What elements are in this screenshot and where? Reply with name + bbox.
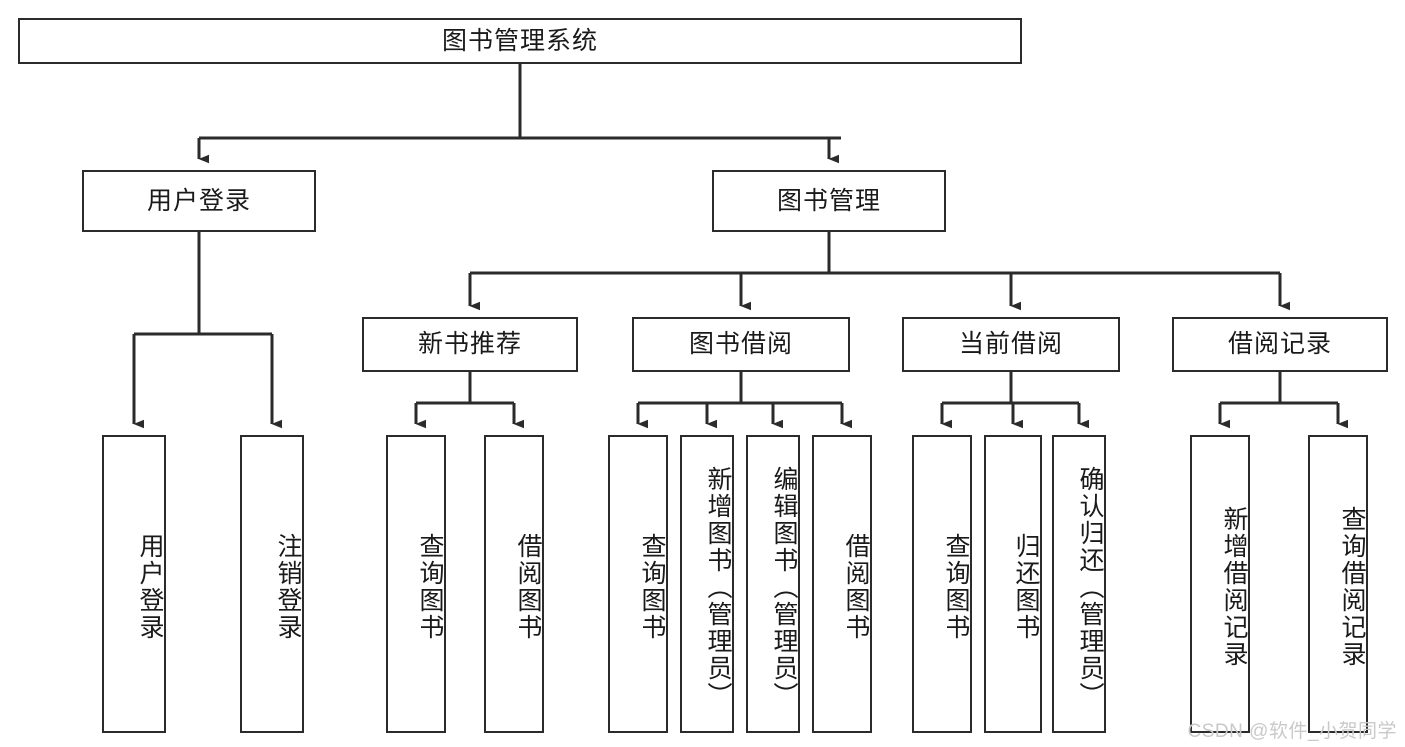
node-new-book-rec[interactable]: 新书推荐 (362, 317, 578, 372)
node-leaf-user-login[interactable]: 用户登录 (102, 435, 166, 733)
csdn-watermark: CSDN @软件_小贺同学 (1187, 721, 1397, 742)
node-new-book-rec-label: 新书推荐 (417, 330, 522, 358)
node-leaf-user-login-label: 用户登录 (136, 533, 164, 641)
node-current-borrow-label: 当前借阅 (958, 330, 1063, 358)
node-current-borrow[interactable]: 当前借阅 (902, 317, 1120, 372)
node-leaf-return-book-label: 归还图书 (1012, 533, 1040, 641)
node-leaf-add-book-label: 新增图书（管理员） (704, 465, 732, 709)
node-book-borrow[interactable]: 图书借阅 (632, 317, 850, 372)
node-book-manage-label: 图书管理 (776, 186, 881, 215)
node-leaf-confirm-return-label: 确认归还（管理员） (1076, 465, 1104, 709)
node-leaf-add-record-label: 新增借阅记录 (1220, 506, 1248, 668)
node-leaf-confirm-return[interactable]: 确认归还（管理员） (1052, 435, 1106, 733)
node-borrow-record[interactable]: 借阅记录 (1172, 317, 1388, 372)
node-leaf-borrow-book-rec-label: 借阅图书 (514, 533, 542, 641)
node-book-borrow-label: 图书借阅 (688, 330, 793, 358)
node-root[interactable]: 图书管理系统 (18, 18, 1022, 64)
node-user-login[interactable]: 用户登录 (82, 170, 316, 232)
node-leaf-query-book-cur[interactable]: 查询图书 (912, 435, 972, 733)
node-user-login-label: 用户登录 (146, 186, 251, 215)
node-leaf-borrow-book[interactable]: 借阅图书 (812, 435, 872, 733)
node-leaf-return-book[interactable]: 归还图书 (984, 435, 1042, 733)
node-leaf-query-record-label: 查询借阅记录 (1338, 506, 1366, 668)
node-leaf-add-record[interactable]: 新增借阅记录 (1190, 435, 1250, 733)
node-book-manage[interactable]: 图书管理 (712, 170, 946, 232)
node-leaf-user-logout-label: 注销登录 (274, 533, 302, 641)
node-leaf-add-book[interactable]: 新增图书（管理员） (680, 435, 734, 733)
node-leaf-query-book-rec-label: 查询图书 (416, 533, 444, 641)
node-leaf-query-book-borrow[interactable]: 查询图书 (608, 435, 668, 733)
node-leaf-borrow-book-rec[interactable]: 借阅图书 (484, 435, 544, 733)
node-leaf-query-book-rec[interactable]: 查询图书 (386, 435, 446, 733)
node-leaf-edit-book[interactable]: 编辑图书（管理员） (746, 435, 800, 733)
node-leaf-query-record[interactable]: 查询借阅记录 (1308, 435, 1368, 733)
node-leaf-query-book-borrow-label: 查询图书 (638, 533, 666, 641)
node-root-label: 图书管理系统 (441, 26, 598, 55)
node-leaf-borrow-book-label: 借阅图书 (842, 533, 870, 641)
node-leaf-query-book-cur-label: 查询图书 (942, 533, 970, 641)
node-borrow-record-label: 借阅记录 (1227, 330, 1332, 358)
node-leaf-edit-book-label: 编辑图书（管理员） (770, 465, 798, 709)
node-leaf-user-logout[interactable]: 注销登录 (240, 435, 304, 733)
